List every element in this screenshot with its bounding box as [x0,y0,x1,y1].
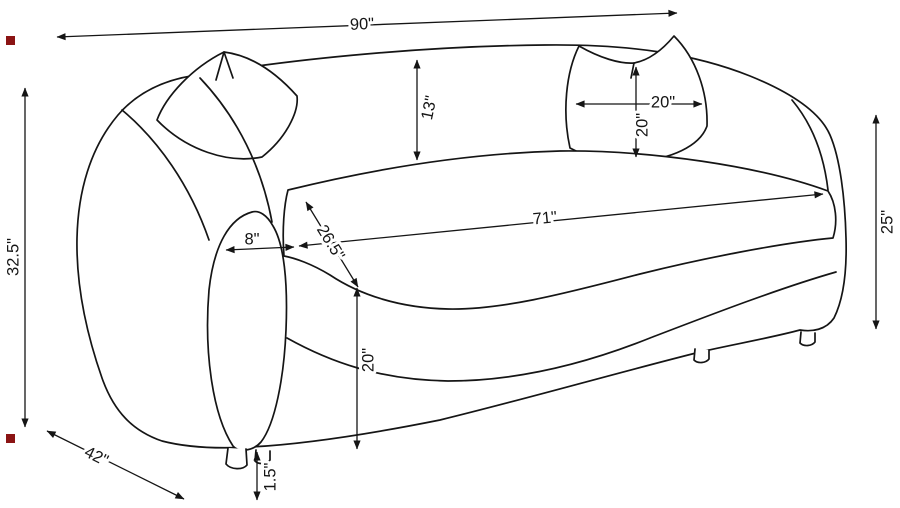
dim-arm-width-label: 8" [244,230,259,248]
left-pillow [156,51,298,160]
dim-seat-width-label: 71" [532,208,558,228]
dim-arm-height: 25" [872,114,899,330]
dim-pillow-height: 20" [630,66,654,158]
dim-overall-width: 90" [56,9,678,41]
left-armrest-roll-inner [199,77,273,223]
dim-pillow-width-label: 20" [651,93,675,111]
red-marker-bottom [6,434,15,443]
dim-base-front-height-label: 20" [359,348,377,372]
dim-arm-width: 8" [225,227,295,254]
dim-leg-height-label: 1.5" [261,462,279,491]
dim-depth-arrow [46,430,185,500]
dim-seat-width-arrow [298,191,824,249]
left-arm-front-panel [206,210,288,451]
dim-pillow-height-label: 20" [633,113,651,137]
dim-seat-depth-arrow [305,201,359,288]
foot-front-left [225,447,248,470]
dim-overall-width-arrow [56,9,678,41]
left-pillow-crease [215,51,234,81]
dim-overall-width-label: 90" [350,15,375,34]
left-armrest-roll-outer [121,109,210,241]
dim-arm-width-arrow [225,243,295,254]
red-marker-top [6,36,15,45]
dim-overall-height: 32.5" [1,87,29,428]
dim-arm-height-label: 25" [878,210,896,234]
dim-base-front-height: 20" [353,287,380,450]
base-seam-line [286,271,837,382]
dim-leg-height: 1.5" [253,451,282,501]
foot-front-right [693,348,710,364]
right-arm-inner-line [791,99,829,191]
foot-rear-right [799,331,816,347]
dim-overall-height-label: 32.5" [4,238,22,276]
